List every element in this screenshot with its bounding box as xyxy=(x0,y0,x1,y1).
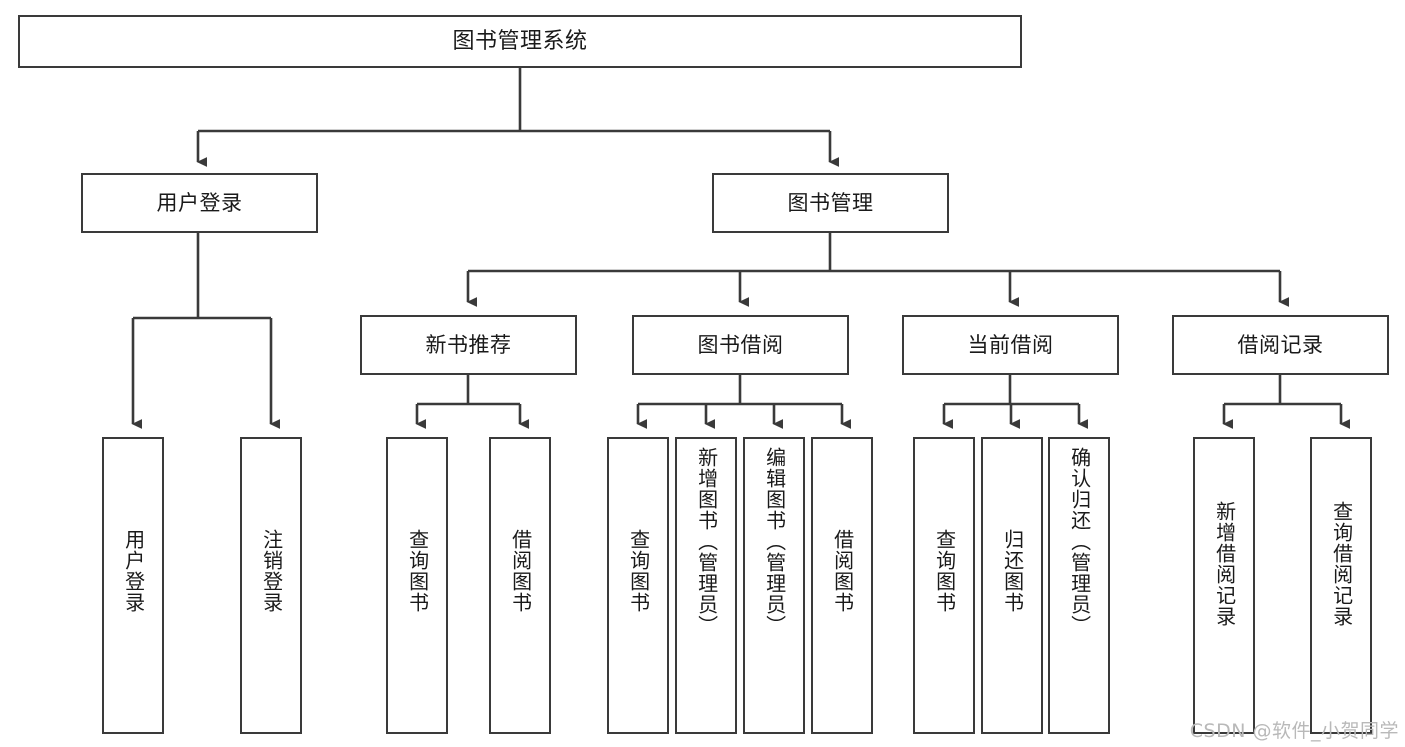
node-root-label: 图书管理系统 xyxy=(452,28,588,54)
node-leaf-add-book-label: 新增图书（管理员） xyxy=(694,447,719,636)
node-current-borrow-label: 当前借阅 xyxy=(967,332,1054,357)
node-leaf-logout-label: 注销登录 xyxy=(259,529,284,613)
node-book-borrow-label: 图书借阅 xyxy=(697,332,784,357)
node-current-borrow[interactable]: 当前借阅 xyxy=(902,315,1119,375)
node-user-login-label: 用户登录 xyxy=(156,190,243,215)
node-leaf-add-book[interactable]: 新增图书（管理员） xyxy=(675,437,737,734)
node-leaf-logout[interactable]: 注销登录 xyxy=(240,437,302,734)
node-leaf-edit-book-label: 编辑图书（管理员） xyxy=(762,447,787,636)
node-user-login[interactable]: 用户登录 xyxy=(81,173,318,233)
node-leaf-query-book-1-label: 查询图书 xyxy=(405,529,430,613)
node-new-book-rec[interactable]: 新书推荐 xyxy=(360,315,577,375)
node-leaf-add-record-label: 新增借阅记录 xyxy=(1212,501,1237,627)
node-leaf-edit-book[interactable]: 编辑图书（管理员） xyxy=(743,437,805,734)
node-leaf-borrow-book-2[interactable]: 借阅图书 xyxy=(811,437,873,734)
node-leaf-query-book-2-label: 查询图书 xyxy=(626,529,651,613)
node-borrow-record-label: 借阅记录 xyxy=(1237,332,1324,357)
node-leaf-query-book-3[interactable]: 查询图书 xyxy=(913,437,975,734)
node-leaf-query-book-1[interactable]: 查询图书 xyxy=(386,437,448,734)
node-leaf-add-record[interactable]: 新增借阅记录 xyxy=(1193,437,1255,734)
node-book-manage[interactable]: 图书管理 xyxy=(712,173,949,233)
watermark: CSDN @软件_小贺同学 xyxy=(1189,720,1399,742)
node-leaf-user-login-label: 用户登录 xyxy=(121,529,146,613)
node-root[interactable]: 图书管理系统 xyxy=(18,15,1022,68)
node-book-manage-label: 图书管理 xyxy=(787,190,874,215)
node-leaf-query-book-3-label: 查询图书 xyxy=(932,529,957,613)
node-leaf-query-record-label: 查询借阅记录 xyxy=(1329,501,1354,627)
node-leaf-borrow-book-1-label: 借阅图书 xyxy=(508,529,533,613)
node-borrow-record[interactable]: 借阅记录 xyxy=(1172,315,1389,375)
node-leaf-return-book-label: 归还图书 xyxy=(1000,529,1025,613)
node-leaf-return-book[interactable]: 归还图书 xyxy=(981,437,1043,734)
node-leaf-user-login[interactable]: 用户登录 xyxy=(102,437,164,734)
node-leaf-confirm-return[interactable]: 确认归还（管理员） xyxy=(1048,437,1110,734)
node-leaf-query-record[interactable]: 查询借阅记录 xyxy=(1310,437,1372,734)
node-leaf-borrow-book-1[interactable]: 借阅图书 xyxy=(489,437,551,734)
node-leaf-borrow-book-2-label: 借阅图书 xyxy=(830,529,855,613)
node-leaf-confirm-return-label: 确认归还（管理员） xyxy=(1067,447,1092,636)
node-leaf-query-book-2[interactable]: 查询图书 xyxy=(607,437,669,734)
node-new-book-rec-label: 新书推荐 xyxy=(425,332,512,357)
node-book-borrow[interactable]: 图书借阅 xyxy=(632,315,849,375)
